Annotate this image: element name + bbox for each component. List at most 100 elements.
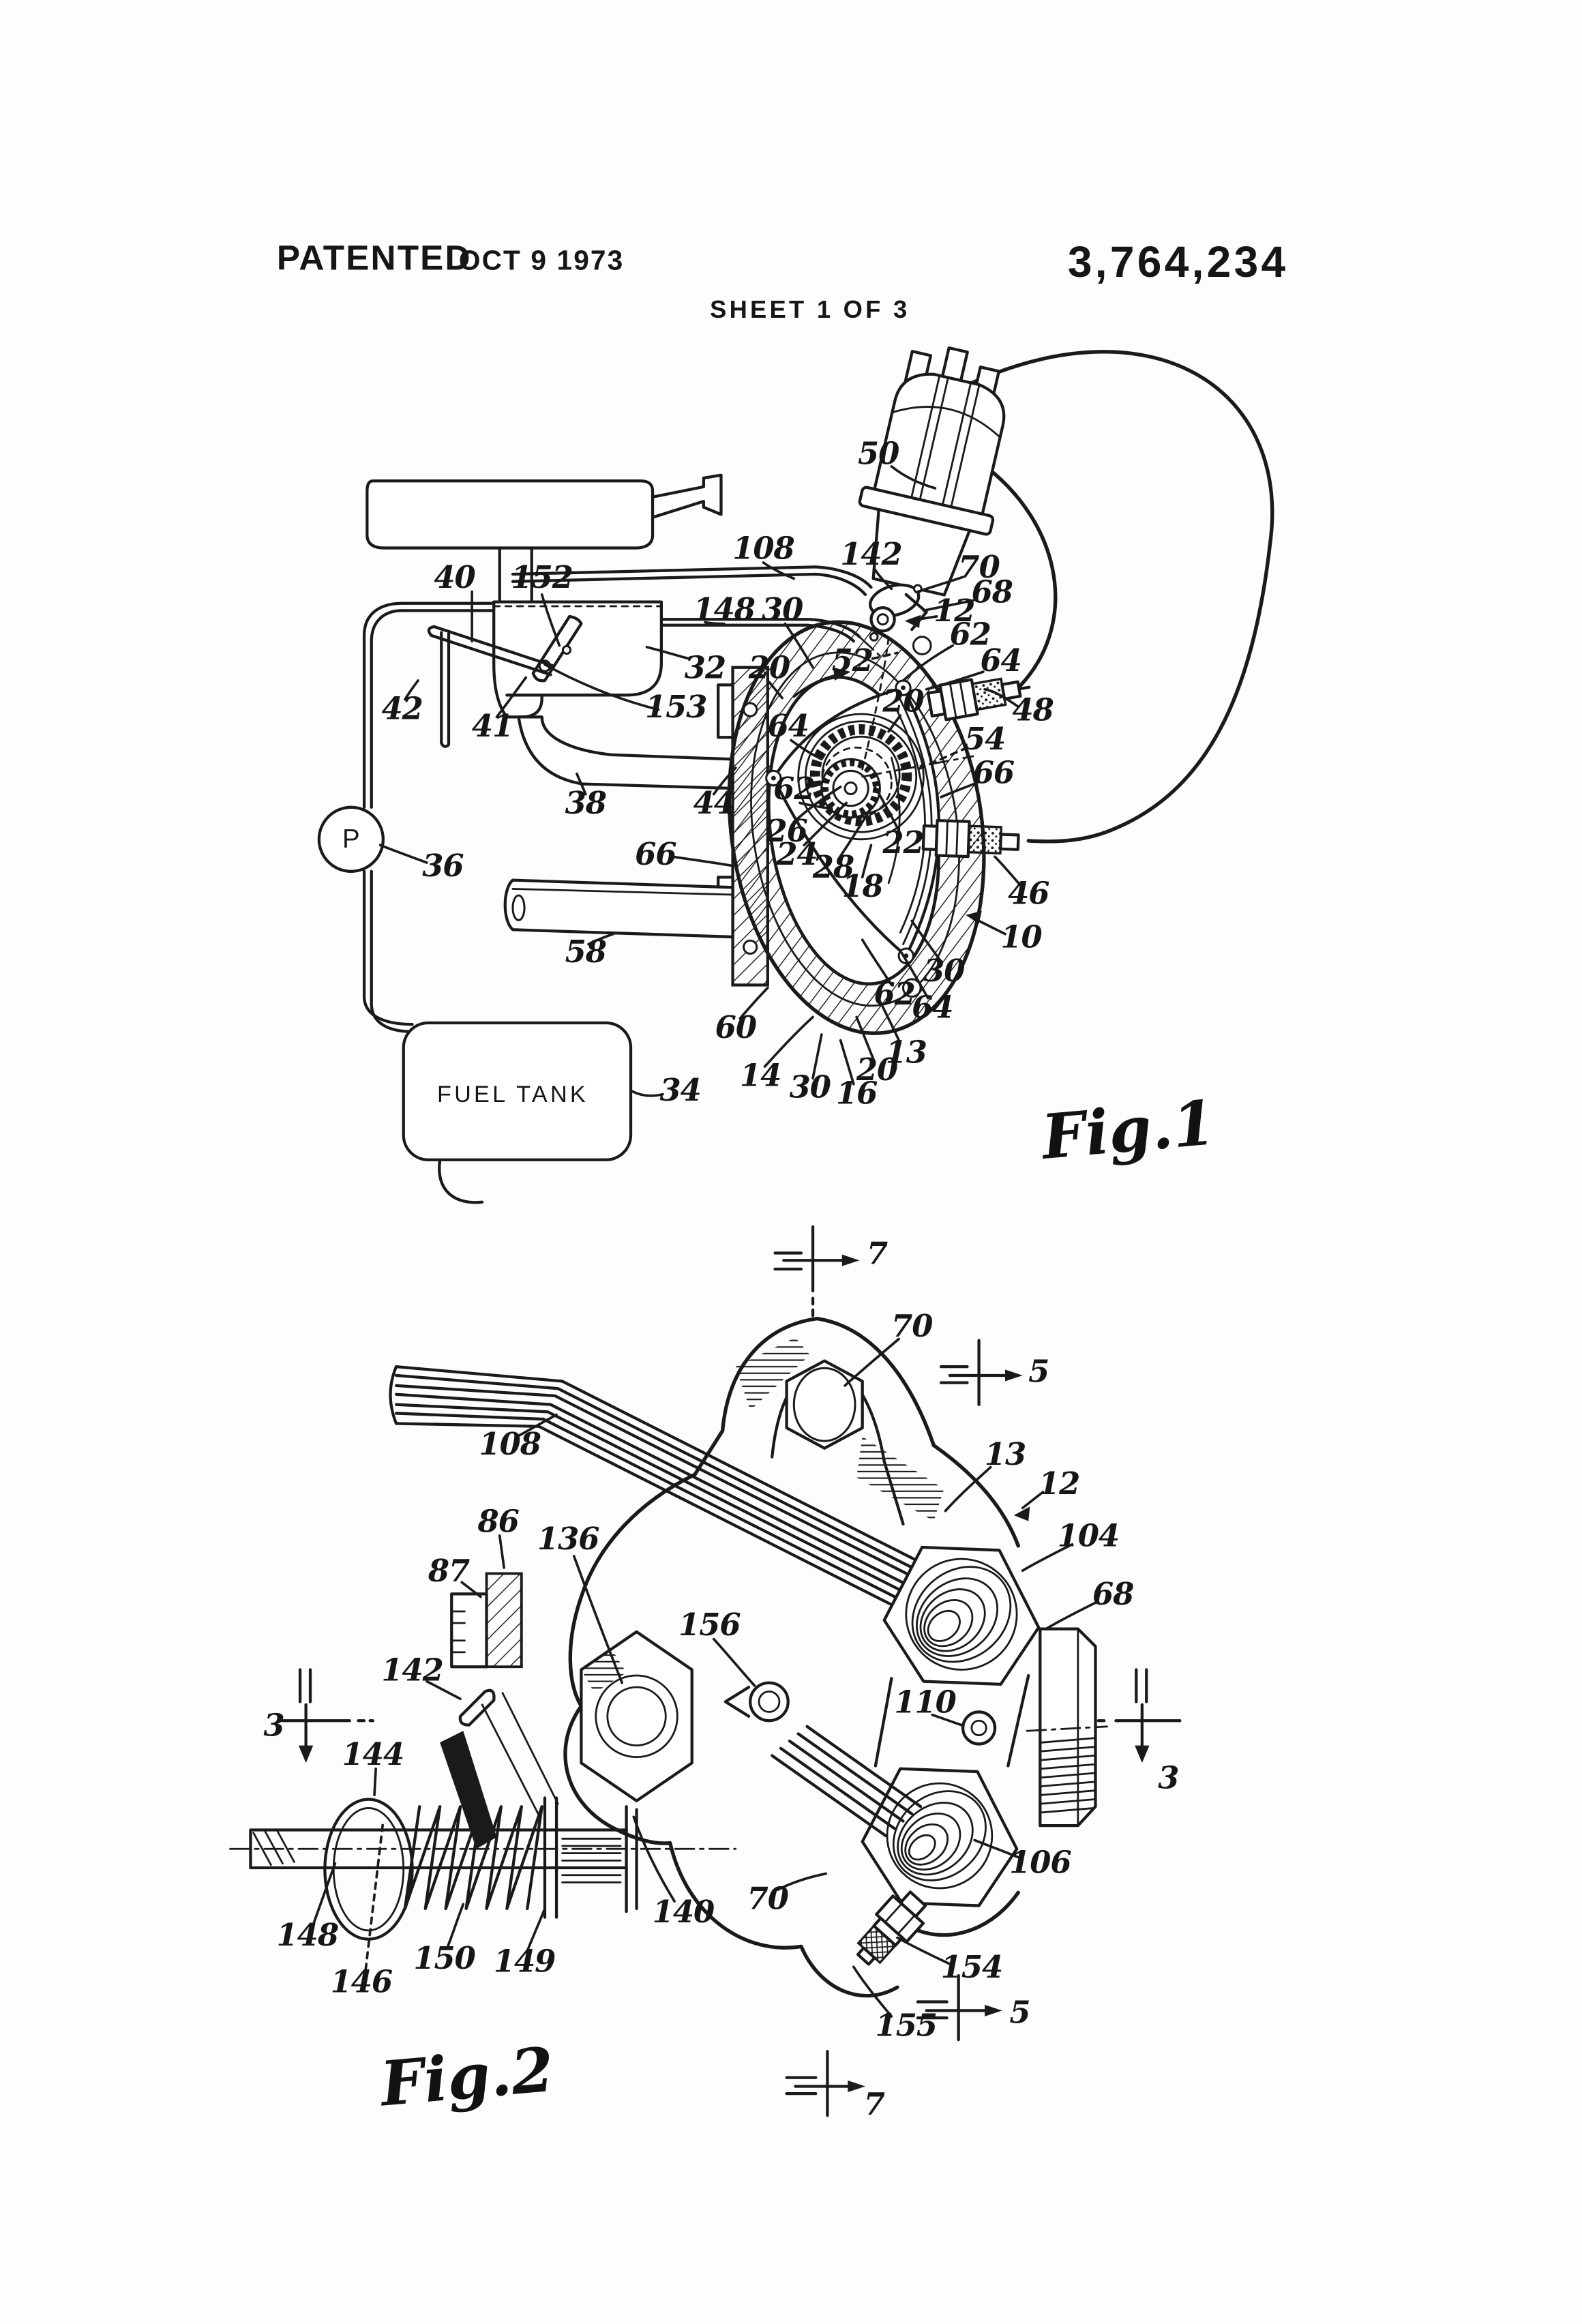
distributor-body [871, 508, 972, 597]
ref-label-40: 40 [434, 559, 475, 595]
exhaust-pipe [503, 878, 734, 939]
ref-label-144: 144 [342, 1736, 404, 1772]
ref-label-110: 110 [894, 1684, 956, 1720]
ref-label-54: 54 [964, 721, 1005, 757]
spark-plug-mount [856, 1890, 927, 1966]
pivot-ball [961, 1710, 997, 1746]
ref-label-50: 50 [858, 435, 899, 471]
ref-label-12: 12 [1039, 1465, 1079, 1502]
coil-spring [403, 1805, 543, 1910]
fig2-leaders [312, 1337, 1097, 2018]
mount-housing [563, 1443, 1020, 1998]
ref-label-136: 136 [537, 1521, 599, 1557]
ref-label-48: 48 [1012, 691, 1054, 728]
bracket-bolt [785, 1359, 864, 1450]
finned-block [1026, 1627, 1108, 1828]
ref-label-152: 152 [511, 559, 572, 595]
ref-label-24: 24 [775, 836, 817, 872]
bracket-hatch [735, 1337, 810, 1411]
fuel-tank: FUEL TANK [402, 1021, 633, 1161]
patent-number: 3,764,234 [1068, 237, 1289, 286]
ref-label-5: 5 [1028, 1353, 1049, 1389]
ref-label-108: 108 [732, 530, 794, 566]
ribbed-rod [771, 1725, 923, 1838]
ref-label-153: 153 [645, 689, 706, 725]
ref-label-22: 22 [882, 824, 923, 861]
ref-label-156: 156 [678, 1607, 741, 1643]
ref-label-66: 66 [973, 754, 1015, 790]
ref-label-41: 41 [472, 708, 513, 744]
section-marker-7-bottom [785, 2050, 865, 2117]
ref-label-28: 28 [812, 849, 854, 885]
ref-label-64: 64 [980, 642, 1021, 679]
ref-label-148: 148 [693, 591, 756, 627]
ref-label-148: 148 [277, 1917, 339, 1953]
ref-label-34: 34 [659, 1072, 700, 1108]
figure-1: FUEL TANK P Fig.1 5040152108142706812148… [317, 346, 1274, 1204]
ref-label-62: 62 [773, 771, 814, 807]
hex-nut [580, 1630, 693, 1802]
ref-label-32: 32 [685, 650, 726, 686]
ref-label-38: 38 [565, 785, 607, 821]
ref-label-10: 10 [1000, 919, 1042, 955]
ref-label-68: 68 [972, 573, 1013, 610]
ignition-cable [389, 1365, 953, 1625]
section-marker-5-top [939, 1339, 1023, 1406]
section-marker-3-left [281, 1668, 375, 1763]
ref-label-146: 146 [331, 1963, 393, 1999]
ref-label-3: 3 [264, 1707, 284, 1743]
ref-label-154: 154 [941, 1949, 1002, 1985]
ref-label-7: 7 [864, 2086, 885, 2122]
distributor [858, 346, 1006, 597]
mount-bracket [693, 1316, 944, 1526]
ref-label-13: 13 [985, 1436, 1026, 1472]
ref-label-64: 64 [768, 708, 809, 744]
ref-label-70: 70 [747, 1881, 789, 1917]
patent-date: OCT 9 1973 [459, 245, 624, 276]
patent-header: PATENTED OCT 9 1973 3,764,234 SHEET 1 OF… [277, 237, 1289, 323]
ref-label-60: 60 [715, 1009, 757, 1045]
ignition-wires [959, 350, 1274, 844]
ref-label-20: 20 [856, 1052, 898, 1088]
bracket-hatch [856, 1436, 944, 1521]
ref-label-13: 13 [886, 1034, 927, 1070]
ref-label-46: 46 [1008, 876, 1049, 912]
patented-stamp: PATENTED [277, 239, 472, 278]
air-cleaner [365, 473, 723, 604]
fig2-title: Fig.2 [376, 2034, 556, 2121]
pump-label: P [342, 824, 360, 854]
ref-label-20: 20 [882, 683, 924, 719]
ref-label-14: 14 [740, 1058, 781, 1094]
ref-label-3: 3 [1158, 1759, 1178, 1796]
ref-label-52: 52 [832, 642, 873, 679]
ref-label-62: 62 [874, 976, 915, 1012]
ref-label-104: 104 [1058, 1518, 1119, 1554]
ref-label-142: 142 [840, 536, 901, 572]
stepped-bracket [450, 1572, 523, 1669]
fuel-line [362, 601, 498, 1204]
bushing-straps [874, 1673, 1030, 1768]
ref-label-5: 5 [1009, 1994, 1030, 2030]
ref-label-108: 108 [479, 1426, 541, 1462]
ref-label-7: 7 [867, 1235, 888, 1271]
ref-label-18: 18 [842, 868, 884, 904]
ref-label-106: 106 [1009, 1844, 1071, 1880]
cable-bushing-lower [861, 1767, 1019, 1907]
centerline [861, 755, 974, 778]
ref-label-155: 155 [876, 2008, 937, 2044]
spark-plug-lower [921, 819, 1020, 859]
fuel-tank-label: FUEL TANK [437, 1082, 588, 1107]
ref-label-86: 86 [477, 1503, 519, 1539]
ref-label-12: 12 [934, 593, 974, 629]
ref-label-36: 36 [422, 848, 464, 884]
ref-label-87: 87 [428, 1553, 470, 1589]
spark-plug-upper [926, 677, 1031, 721]
figure-2: Fig.2 7570108131210468868713615614231103… [229, 1225, 1182, 2122]
ref-label-16: 16 [836, 1075, 878, 1111]
ref-label-142: 142 [381, 1652, 443, 1688]
ref-label-70: 70 [891, 1308, 933, 1344]
ref-label-62: 62 [950, 616, 991, 652]
